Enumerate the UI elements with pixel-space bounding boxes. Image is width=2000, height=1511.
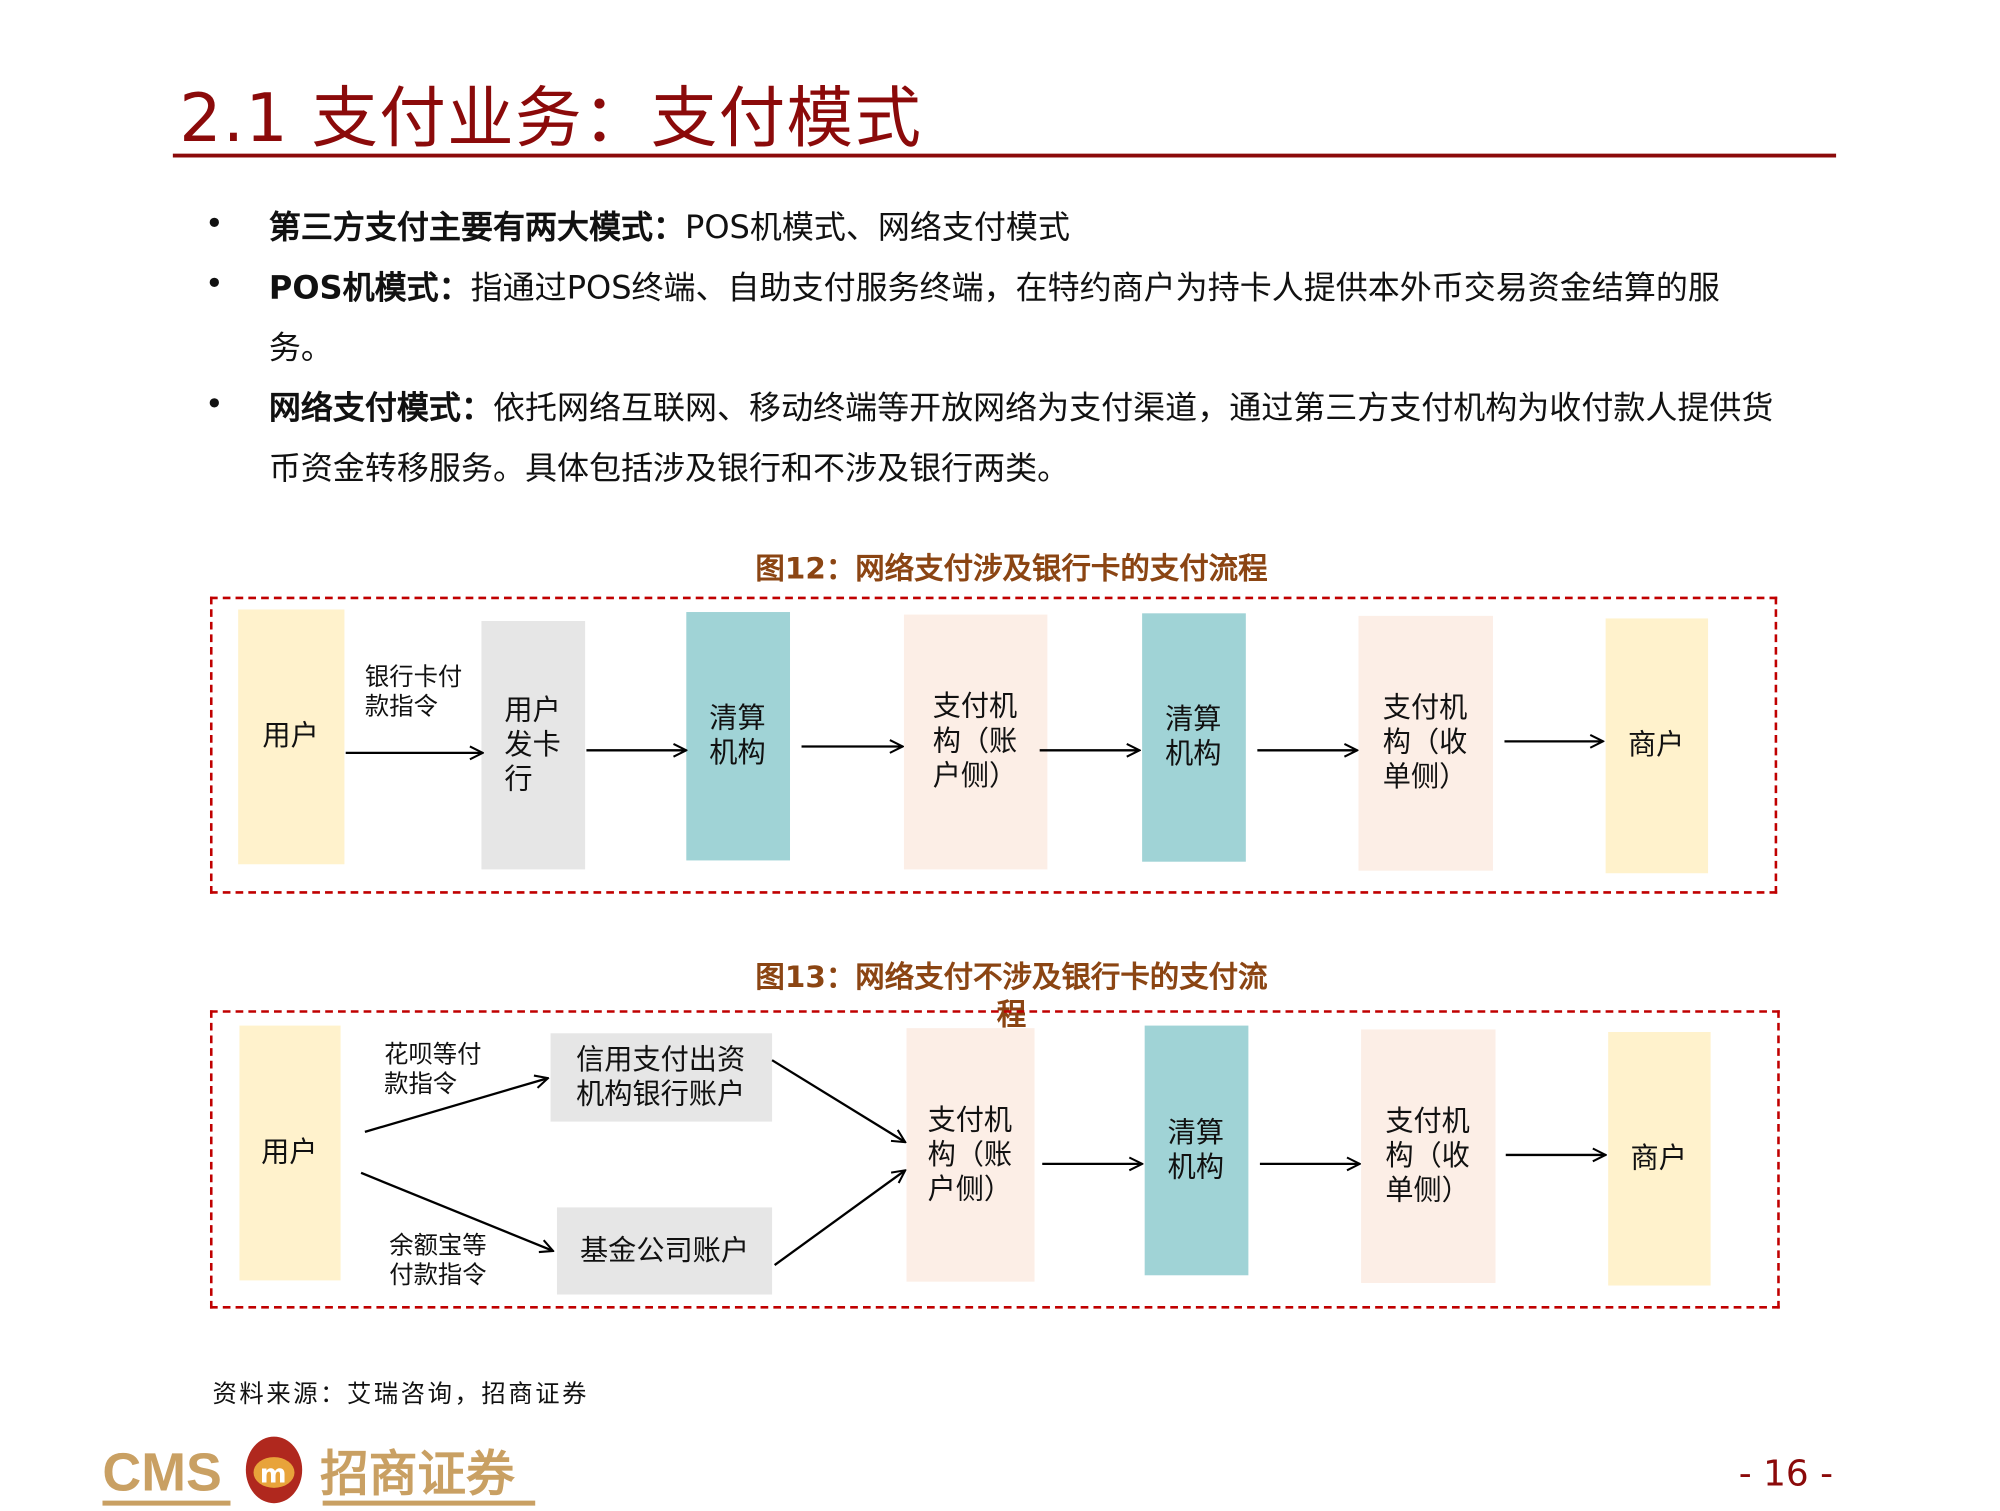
node-payment-acquiring-side: 支付机构（收单侧）: [1361, 1029, 1496, 1283]
arrow: [364, 1078, 548, 1133]
bullet-text: POS机模式、网络支付模式: [685, 208, 1070, 246]
page-title: 2.1 支付业务：支付模式: [179, 80, 923, 158]
node-payment-acquiring-side: 支付机构（收单侧）: [1358, 615, 1493, 871]
node-payment-account-side: 支付机构（账户侧）: [903, 614, 1048, 870]
svg-text:招商证券: 招商证券: [320, 1446, 515, 1502]
bullet-item: POS机模式：指通过POS终端、自助支付服务终端，在特约商户为持卡人提供本外币交…: [269, 257, 1767, 377]
node-user: 用户: [239, 1025, 341, 1281]
node-clearing: 清算机构: [1142, 613, 1246, 862]
title-divider: [172, 153, 1837, 158]
cms-logo: CMS m 招商证券: [102, 1434, 537, 1506]
bullet-dot: •: [204, 204, 224, 242]
source-note: 资料来源：艾瑞咨询，招商证券: [212, 1380, 590, 1409]
bullet-text: 依托网络互联网、移动终端等开放网络为支付渠道，通过第三方支付机构为收付款人提供货…: [268, 389, 1774, 487]
arrow: [360, 1171, 553, 1251]
node-credit-bank-account: 信用支付出资机构银行账户: [550, 1033, 773, 1122]
figure-12-title: 图12：网络支付涉及银行卡的支付流程: [755, 553, 1268, 587]
svg-text:m: m: [260, 1460, 287, 1490]
edge-label-bank-card: 银行卡付款指令: [364, 663, 463, 721]
node-user: 用户: [238, 609, 345, 865]
bullet-bold: 第三方支付主要有两大模式：: [268, 208, 686, 246]
arrow: [773, 1170, 906, 1266]
arrow: [771, 1059, 905, 1142]
node-clearing: 清算机构: [1144, 1025, 1249, 1276]
bullet-item: 第三方支付主要有两大模式：POS机模式、网络支付模式: [269, 197, 1805, 257]
page-number: - 16 -: [1738, 1451, 1834, 1495]
bullet-item: 网络支付模式：依托网络互联网、移动终端等开放网络为支付渠道，通过第三方支付机构为…: [269, 378, 1805, 498]
edge-label-yuebao: 余额宝等付款指令: [389, 1231, 487, 1290]
node-merchant: 商户: [1608, 1032, 1711, 1286]
bullet-text: 指通过POS终端、自助支付服务终端，在特约商户为持卡人提供本外币交易资金结算的服…: [268, 268, 1720, 367]
node-clearing: 清算机构: [686, 612, 791, 861]
node-fund-account: 基金公司账户: [556, 1207, 773, 1295]
node-merchant: 商户: [1605, 618, 1709, 874]
edge-label-huabei: 花呗等付款指令: [384, 1040, 482, 1099]
figure-13-frame: [209, 1010, 1780, 1309]
figure-13-title: 图13：网络支付不涉及银行卡的支付流程: [755, 961, 1268, 1033]
bullet-bold: POS机模式：: [268, 268, 471, 307]
figure-12-frame: [209, 596, 1778, 894]
bullet-dot: •: [204, 265, 224, 303]
bullet-bold: 网络支付模式：: [268, 389, 493, 427]
bullet-dot: •: [204, 385, 224, 423]
cms-logo-graphic: CMS m 招商证券: [102, 1436, 536, 1506]
svg-text:CMS: CMS: [102, 1442, 221, 1502]
node-issuing-bank: 用户发卡行: [481, 620, 586, 870]
node-payment-account-side: 支付机构（账户侧）: [906, 1028, 1035, 1282]
